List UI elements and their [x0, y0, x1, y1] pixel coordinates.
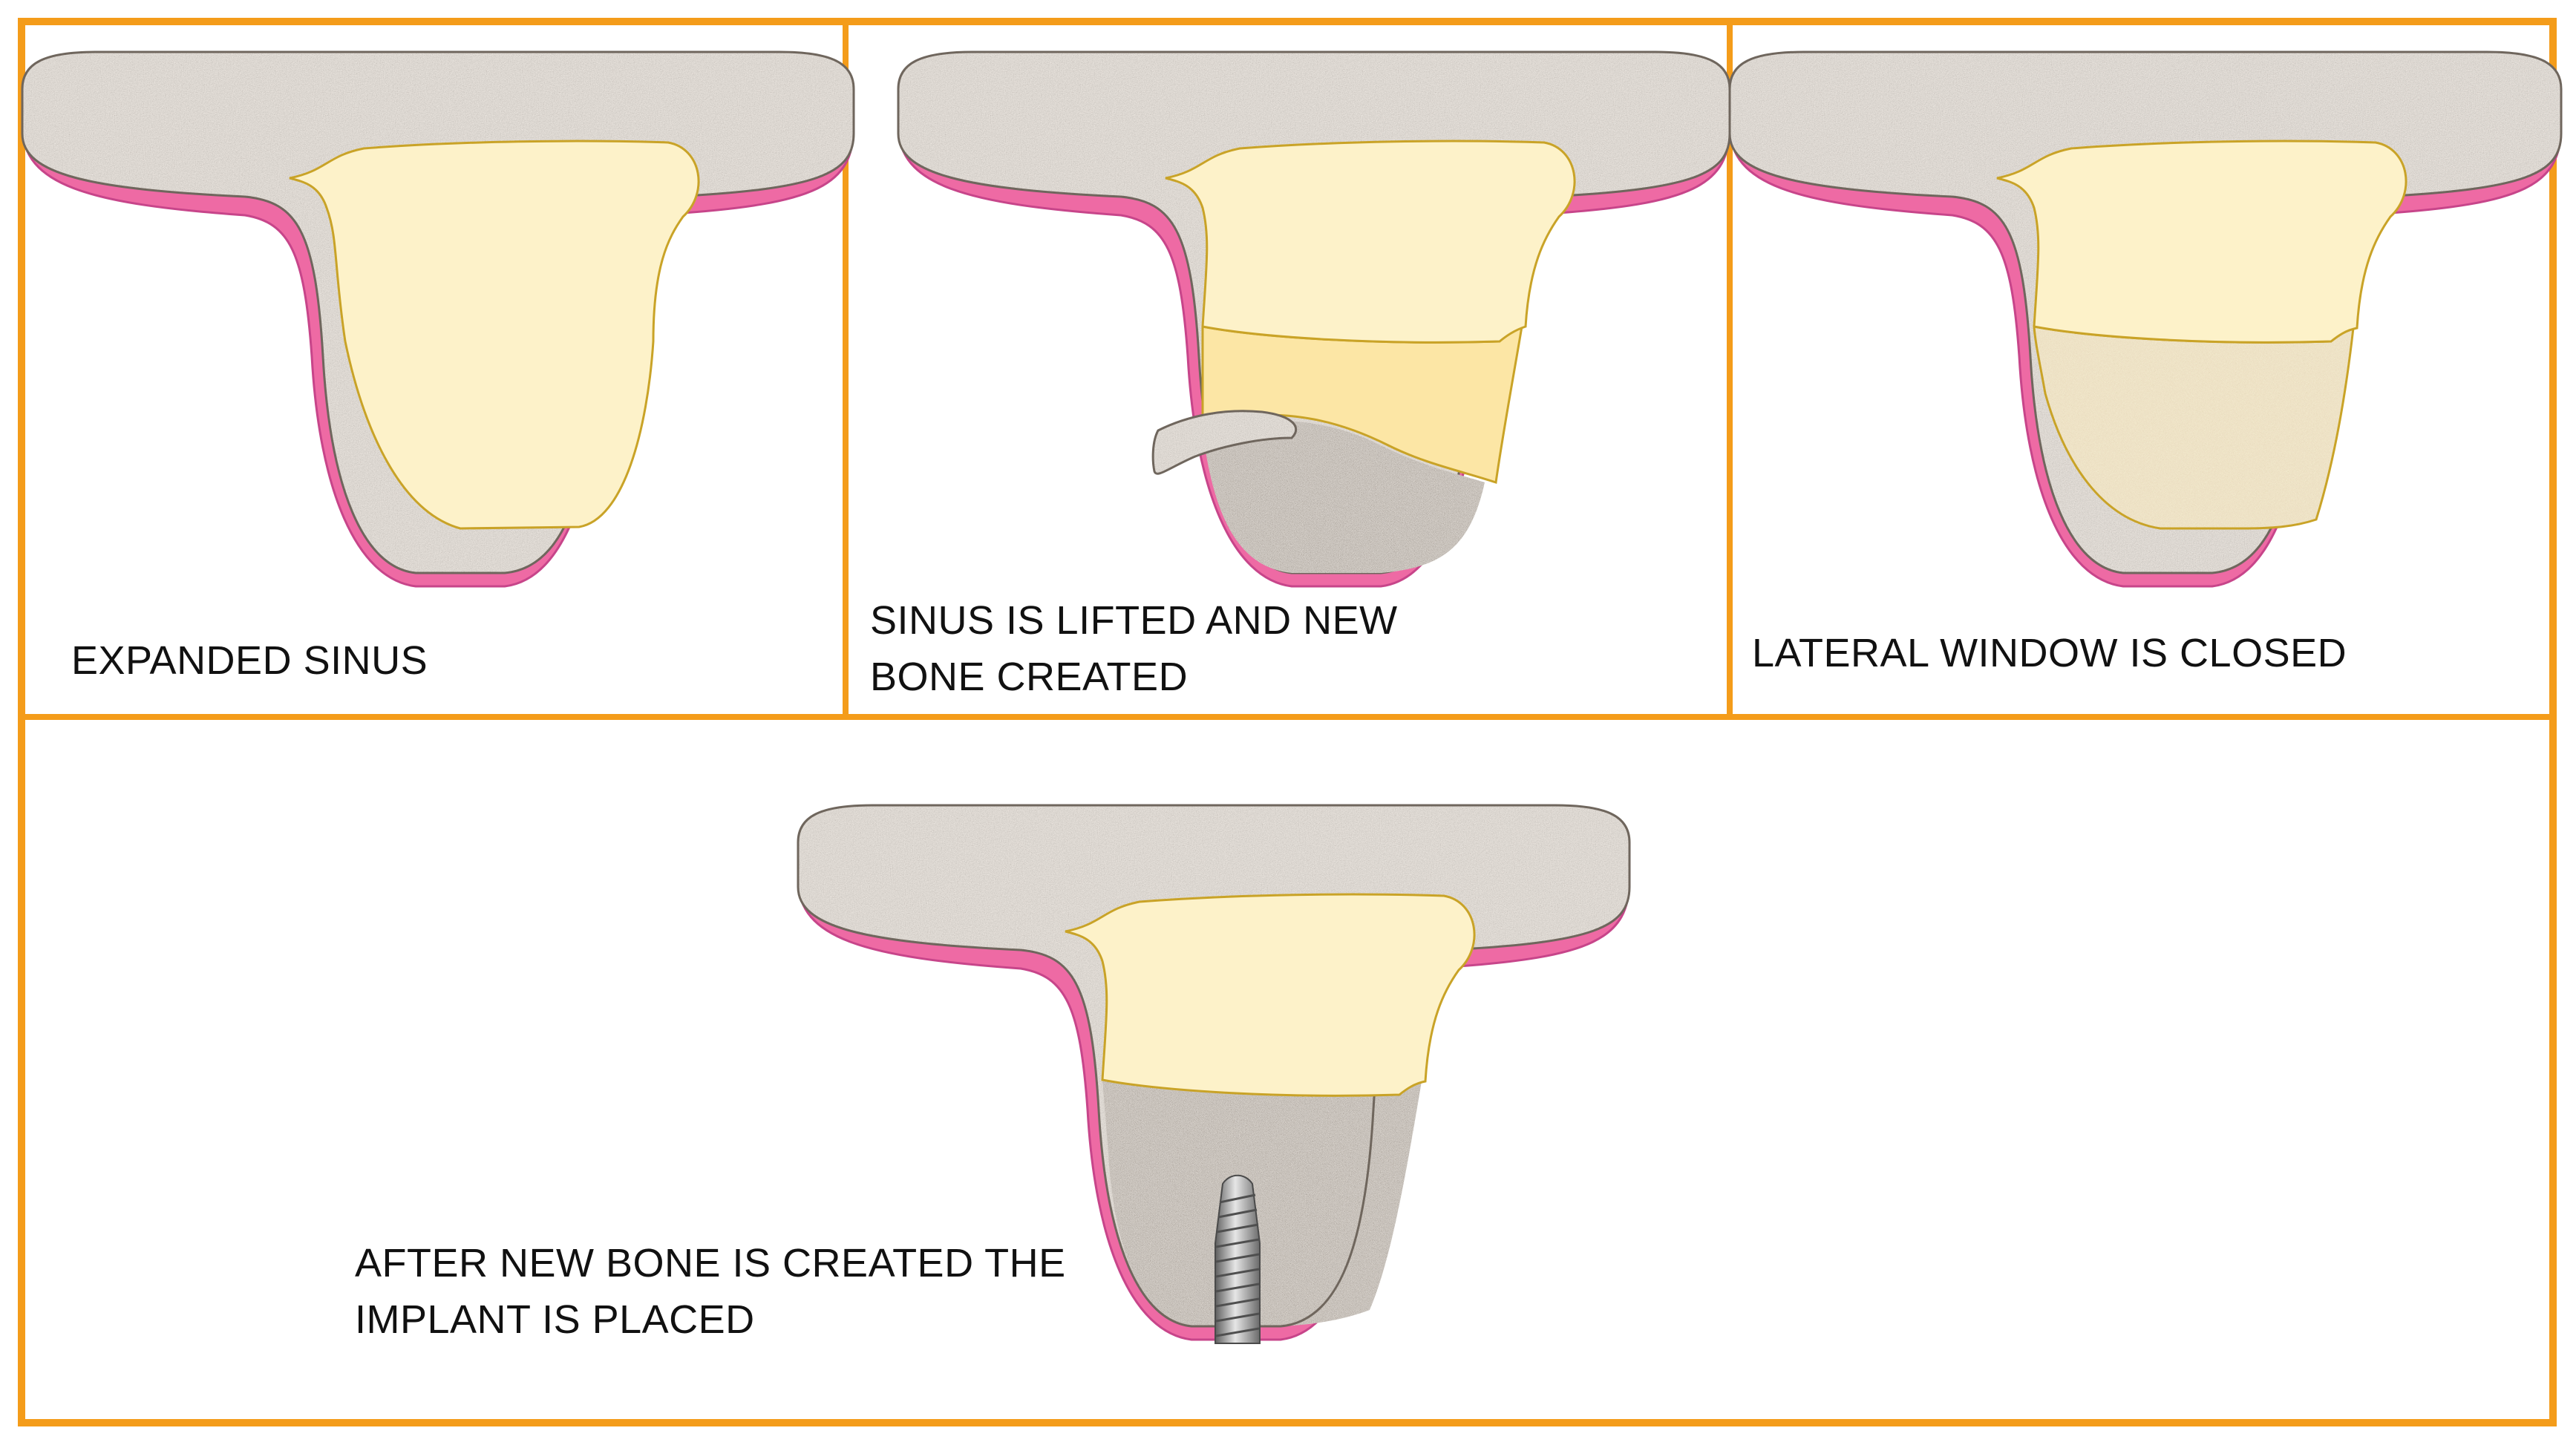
- lateral-window-flap: [1153, 410, 1296, 474]
- frame-divider-2: [1727, 18, 1733, 720]
- caption-window-closed: LATERAL WINDOW IS CLOSED: [1752, 631, 2347, 675]
- frame-divider-1: [843, 18, 849, 720]
- panel-implant-placed-drawing: [797, 804, 1631, 1344]
- caption-sinus-lifted: SINUS IS LIFTED AND NEW BONE CREATED: [870, 598, 1398, 699]
- new-bone-mass: [1102, 1080, 1422, 1326]
- new-bone-floor: [1203, 420, 1485, 573]
- frame-bottom: [18, 1419, 2557, 1426]
- sinus-cavity-final: [1065, 893, 1476, 1097]
- caption-expanded-sinus: EXPANDED SINUS: [71, 638, 428, 683]
- sinus-cavity: [289, 140, 700, 530]
- panel-sinus-lifted-drawing: [897, 50, 1731, 588]
- frame-top: [18, 18, 2557, 25]
- frame-left: [18, 18, 25, 1426]
- sinus-cavity-closed: [1996, 140, 2407, 344]
- panel-expanded-sinus-drawing: [21, 50, 855, 588]
- dental-implant: [1215, 1174, 1261, 1344]
- frame-middle-horizontal: [18, 714, 2557, 720]
- frame-right: [2549, 18, 2557, 1426]
- panel-window-closed-drawing: [1728, 50, 2563, 588]
- graft-material: [2034, 327, 2353, 528]
- caption-implant-placed: AFTER NEW BONE IS CREATED THE IMPLANT IS…: [355, 1241, 1066, 1342]
- sinus-cavity-lifted: [1165, 140, 1576, 344]
